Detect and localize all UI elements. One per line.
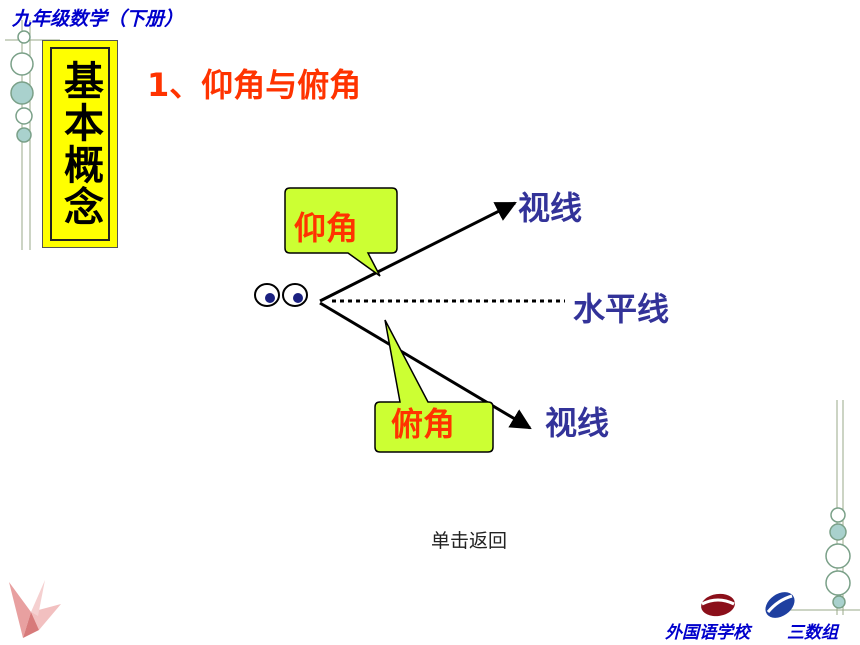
- horizontal-line-label: 水平线: [573, 290, 670, 328]
- concept-inner-frame: 基本概念: [50, 47, 110, 241]
- course-title: 九年级数学（下册）: [12, 8, 184, 30]
- lower-sight-label: 视线: [545, 404, 610, 442]
- footer-ball-icons: [701, 592, 795, 618]
- elevation-callout: [284, 187, 398, 277]
- footer-group: 三数组: [787, 623, 838, 643]
- angle-diagram: [254, 187, 565, 453]
- left-bead-decoration: [5, 20, 60, 250]
- concept-box: 基本概念: [42, 40, 118, 248]
- concept-label: 基本概念: [57, 60, 103, 228]
- section-title: 1、仰角与俯角: [147, 66, 362, 104]
- upper-sight-line: [319, 201, 517, 303]
- paper-crane-icon: [9, 580, 61, 638]
- depression-callout: [374, 319, 494, 453]
- depression-angle-label: 俯角: [391, 405, 456, 443]
- elevation-angle-label: 仰角: [294, 209, 359, 247]
- right-bead-decoration: [780, 400, 860, 615]
- upper-sight-label: 视线: [518, 189, 583, 227]
- eyes-icon: [254, 283, 308, 307]
- back-link[interactable]: 单击返回: [431, 530, 508, 552]
- lower-sight-line: [319, 301, 532, 430]
- footer-school: 外国语学校: [665, 623, 750, 643]
